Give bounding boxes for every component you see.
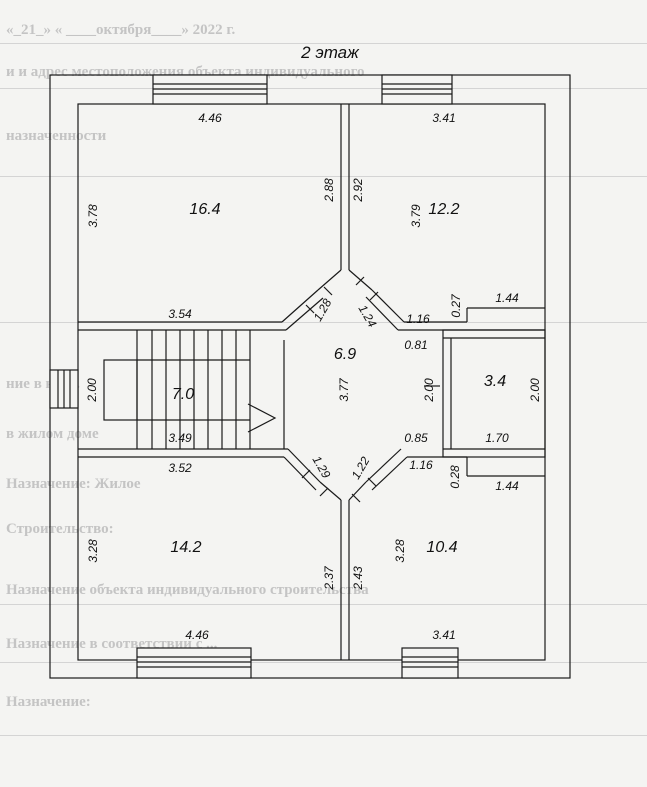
bg-rule [0, 176, 647, 177]
dim-top-right-height: 3.79 [409, 204, 423, 228]
dim-hall-top-right: 1.16 [406, 312, 430, 326]
dim-bottom-right-step: 0.28 [448, 465, 462, 489]
dim-top-left-partition: 2.88 [322, 178, 336, 203]
bg-line-7: Назначение объекта индивидуального строи… [6, 582, 369, 598]
dim-hall-top-small: 0.81 [404, 338, 427, 352]
bg-line-4: в жилом доме [6, 426, 99, 442]
dim-top-right-width: 3.41 [432, 111, 455, 125]
bg-rule [0, 604, 647, 605]
dim-bottom-corridor-width: 3.52 [168, 461, 192, 475]
bg-line-9: Назначение: [6, 694, 91, 710]
area-room-top-left: 16.4 [189, 201, 220, 218]
dim-small-room-width: 1.70 [485, 431, 509, 445]
window-bottom-left [136, 647, 252, 679]
area-room-bottom-left: 14.2 [170, 539, 201, 556]
bg-line-1: и и адрес местоположения объекта индивид… [6, 64, 365, 80]
dim-hall-right-height: 2.00 [422, 378, 436, 403]
dim-bottom-right-width: 3.41 [432, 628, 455, 642]
dim-stairs-width: 3.49 [168, 431, 192, 445]
dim-top-right-step: 0.27 [449, 293, 463, 318]
dim-top-left-height: 3.78 [86, 204, 100, 228]
dim-small-room-height: 2.00 [528, 378, 542, 403]
area-room-bottom-right: 10.4 [426, 539, 457, 556]
staircase [103, 330, 285, 449]
bg-rule [0, 662, 647, 663]
inner-wall [77, 103, 546, 661]
wall-top-left-room [78, 289, 324, 331]
wall-bottom-left-room [78, 448, 321, 491]
dim-bottom-left-height: 3.28 [86, 539, 100, 563]
dim-bottom-right-height: 3.28 [393, 539, 407, 563]
area-hall: 6.9 [334, 346, 356, 363]
bottom-partition [319, 481, 367, 660]
dim-bottom-right-partition: 2.43 [351, 566, 365, 591]
dim-top-left-width: 4.46 [198, 111, 222, 125]
area-stairs: 7.0 [172, 386, 194, 403]
dimension-ticks [301, 276, 440, 503]
dim-hall-height: 3.77 [337, 377, 351, 402]
area-room-small-right: 3.4 [484, 373, 506, 390]
dim-bottom-right-step-width: 1.44 [495, 479, 519, 493]
dim-top-right-partition: 2.92 [351, 178, 365, 203]
dim-hall-bottom-small: 0.85 [404, 431, 428, 445]
dim-bottom-left-width: 4.46 [185, 628, 209, 642]
window-left [49, 369, 79, 409]
small-room-walls [442, 329, 546, 458]
plan-title: 2 этаж [300, 43, 360, 62]
bg-rule [0, 43, 647, 44]
bg-line-2: назначенности [6, 128, 107, 144]
window-top-right [381, 74, 453, 105]
bg-date-line: «_21_» « ____октября____» 2022 г. [6, 22, 236, 38]
bg-line-6: Строительство: [6, 521, 114, 537]
bg-line-5: Назначение: Жилое [6, 476, 141, 492]
dim-left-wall-height: 2.00 [85, 378, 99, 403]
dim-top-corridor-width: 3.54 [168, 307, 192, 321]
dim-hall-bottom-right: 1.16 [409, 458, 433, 472]
dim-top-right-step-width: 1.44 [495, 291, 519, 305]
bg-rule [0, 322, 647, 323]
bg-rule [0, 735, 647, 736]
window-top-left [152, 74, 268, 105]
dim-diag-left-top: 1.28 [311, 296, 335, 324]
area-room-top-right: 12.2 [428, 201, 459, 218]
dim-diag-right-bottom: 1.22 [349, 454, 373, 482]
dim-bottom-left-partition: 2.37 [322, 565, 336, 591]
bg-rule [0, 88, 647, 89]
wall-bottom-right-room [365, 448, 545, 491]
dim-diag-left-bottom: 1.29 [310, 453, 334, 481]
window-bottom-right [401, 647, 459, 679]
